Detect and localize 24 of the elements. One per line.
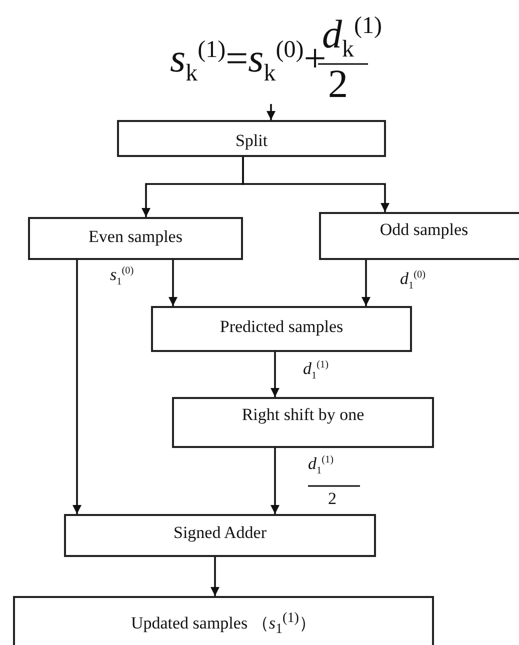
arrow <box>168 260 178 306</box>
box-label: Right shift by one <box>242 405 364 425</box>
process-box <box>28 217 243 260</box>
process-box <box>13 596 434 645</box>
process-box <box>151 306 412 352</box>
arrow <box>270 352 280 397</box>
arrow <box>242 157 390 212</box>
fraction-denominator: 2 <box>328 490 336 507</box>
arrow <box>210 557 220 596</box>
box-label: Updated samples （s$_{1}$$^{(1)}$） <box>130 610 316 638</box>
arrow <box>72 260 82 514</box>
box-label: Odd samples <box>380 220 468 240</box>
arrow <box>362 260 370 306</box>
process-box <box>64 514 376 557</box>
arrow <box>266 104 276 120</box>
box-label: Predicted samples <box>220 317 344 337</box>
arrow <box>270 448 280 514</box>
fraction-denominator: 2 <box>328 64 348 104</box>
process-box <box>172 397 434 448</box>
box-label: Signed Adder <box>173 523 267 543</box>
process-box <box>117 120 386 157</box>
box-label: Split <box>235 131 268 151</box>
box-label: Even samples <box>88 227 182 247</box>
process-box <box>319 212 519 260</box>
